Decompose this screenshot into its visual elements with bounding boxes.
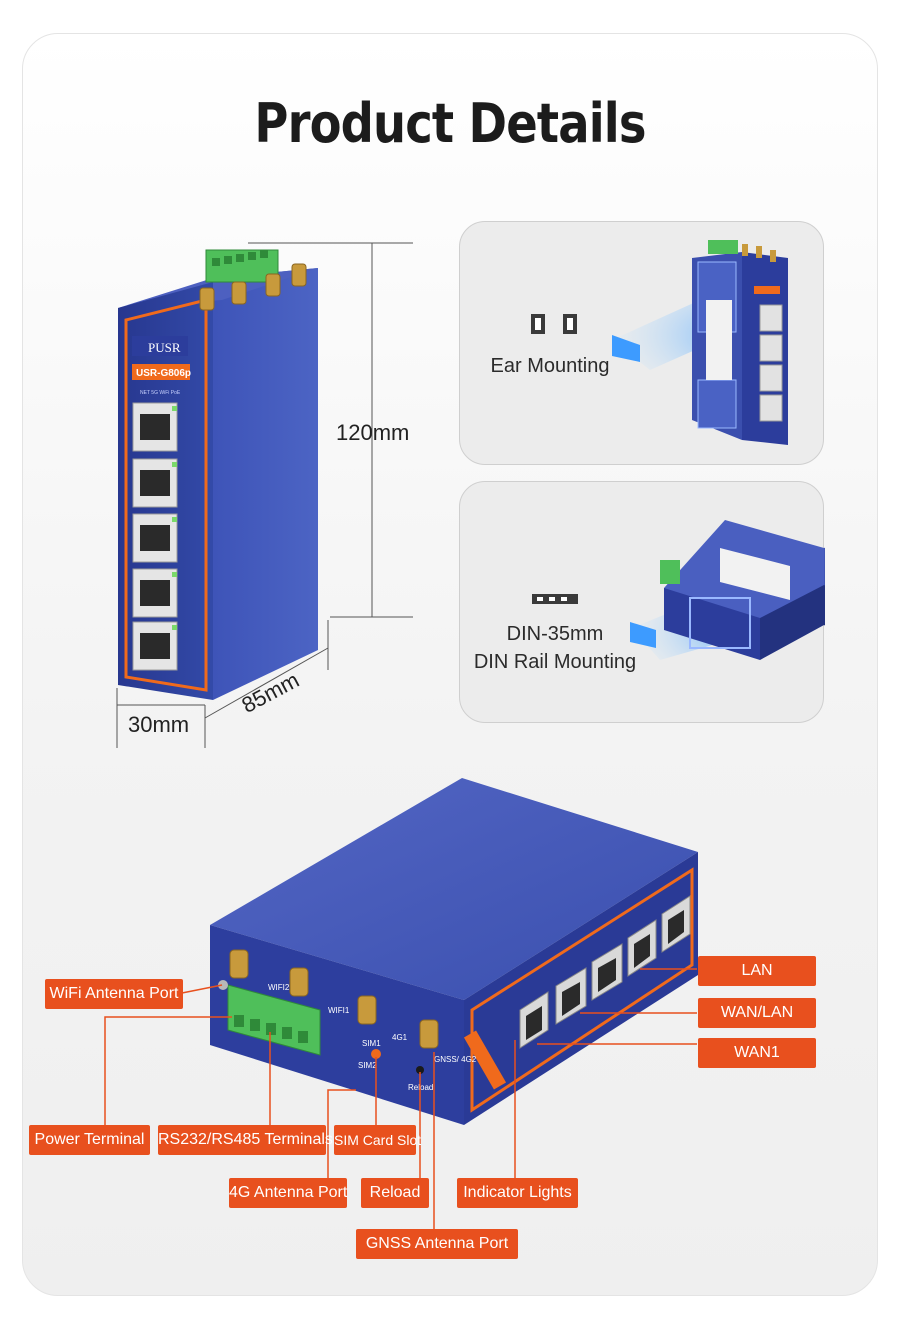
callout-indicator-lights: Indicator Lights	[457, 1178, 578, 1208]
label-gnss-4g2: GNSS/ 4G2	[434, 1055, 477, 1064]
dimension-height: 120mm	[336, 420, 410, 445]
callout-power-terminal: Power Terminal	[29, 1125, 150, 1155]
device-status-row: NET 5G WiFi PoE	[140, 390, 181, 396]
label-sim2: SIM2	[358, 1061, 377, 1070]
label-wifi2: WIFI2	[268, 983, 290, 992]
callout-lan: LAN	[698, 956, 816, 986]
callout-4g-antenna-port: 4G Antenna Port	[229, 1178, 347, 1208]
din-size-label: DIN-35mm	[506, 623, 604, 645]
callout-reload: Reload	[361, 1178, 429, 1208]
device-brand: PUSR	[148, 340, 181, 355]
page-title: Product Details	[254, 92, 646, 155]
label-sim1: SIM1	[362, 1039, 381, 1048]
din-rail-mounting-label: DIN Rail Mounting	[473, 651, 637, 673]
device-front-view: PUSR USR-G806p NET 5G WiFi PoE	[118, 249, 318, 700]
callout-gnss-antenna-port: GNSS Antenna Port	[356, 1229, 518, 1259]
callout-lines	[104, 968, 697, 1230]
callout-rs-terminals: RS232/RS485 Terminals	[158, 1125, 333, 1155]
label-wifi1: WIFI1	[328, 1006, 350, 1015]
ear-mounting-label: Ear Mounting	[490, 355, 610, 377]
device-perspective-view: WIFI2 WIFI1 SIM1 SIM2 4G1 GNSS/ 4G2 Relo…	[210, 778, 698, 1125]
callout-wan1: WAN1	[698, 1038, 816, 1068]
dimension-width: 30mm	[128, 712, 190, 737]
device-model: USR-G806p	[136, 368, 191, 379]
label-4g1: 4G1	[392, 1033, 408, 1042]
callout-sim-card-slot: SIM Card Slot	[334, 1125, 421, 1155]
dimension-lines	[116, 242, 413, 748]
callout-wifi-antenna-port: WiFi Antenna Port	[45, 979, 183, 1009]
callout-wan-lan: WAN/LAN	[698, 998, 816, 1028]
